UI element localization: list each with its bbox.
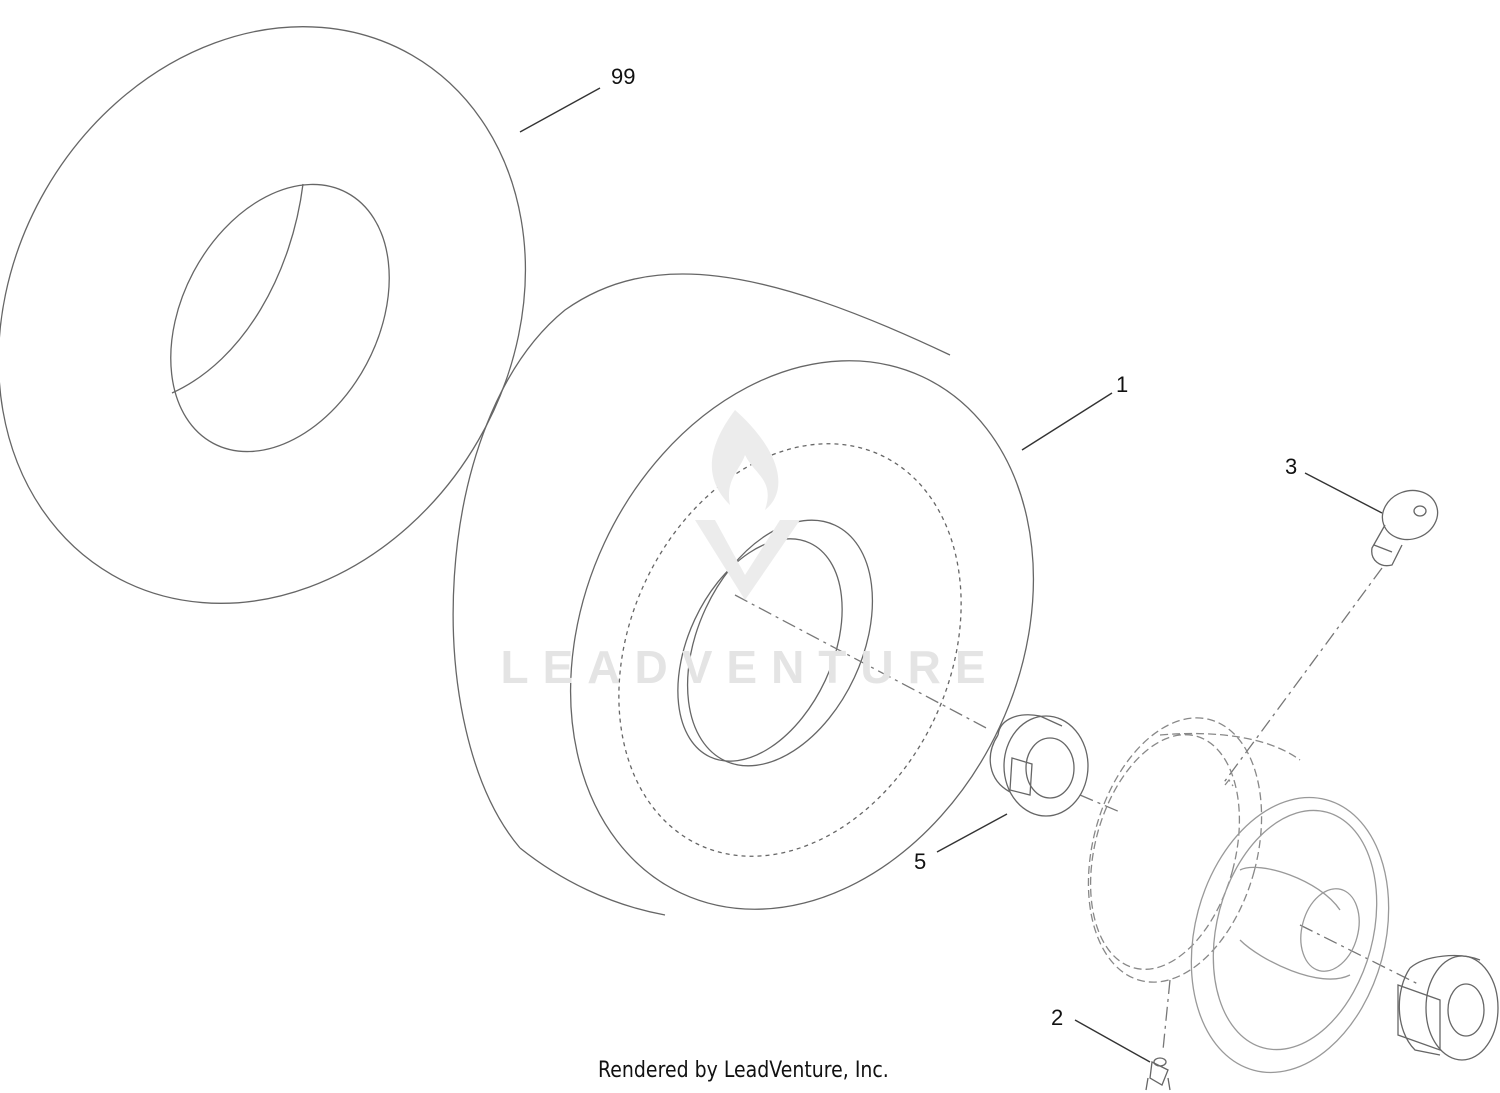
bolt-thread-line [1373, 544, 1393, 553]
hub-part [1087, 717, 1301, 983]
watermark-logo [695, 410, 800, 600]
axis-bolt-to-hub [1221, 567, 1383, 786]
bearing-flat [1397, 984, 1441, 1051]
leader-2 [1074, 1019, 1151, 1063]
axis-hub-to-bearing [1299, 924, 1421, 986]
bearing-face [1425, 955, 1499, 1061]
tube-part [0, 26, 527, 604]
hub-shaft-bottom [1239, 939, 1351, 980]
axis-spacer-to-hub [1079, 794, 1121, 813]
spacer-flange-top [997, 714, 1063, 736]
callout-2: 2 [1051, 1005, 1064, 1030]
bearing-side [1398, 967, 1441, 1056]
grease-fitting-part [1145, 1057, 1171, 1091]
watermark-v-icon [695, 520, 800, 600]
hub-drum-face [1190, 796, 1390, 1074]
tire-bottom-edge [519, 847, 666, 916]
tire-back-edge [452, 273, 951, 849]
wheel-tire-part [452, 273, 1035, 916]
spacer-flat [1009, 757, 1033, 796]
bolt-shank [1371, 524, 1403, 567]
leader-1 [1021, 392, 1113, 451]
axis-hub-to-fitting [1162, 979, 1171, 1051]
hub-shaft-bore [1300, 888, 1360, 972]
bolt-part [1371, 489, 1439, 567]
hub-flange-inner [1089, 734, 1241, 970]
callout-5: 5 [914, 849, 927, 874]
leader-5 [936, 813, 1008, 853]
tube-inner-edge [170, 183, 390, 453]
leader-3 [1304, 472, 1383, 514]
hub-flange-outer [1087, 717, 1263, 983]
axis-lines [734, 567, 1421, 1051]
spacer-bore [1025, 737, 1075, 799]
hub-top-edge [1159, 732, 1301, 761]
hub-bolt-hole [1224, 778, 1234, 787]
spacer-front-face [1003, 715, 1089, 817]
callout-99: 99 [611, 64, 636, 89]
bolt-head-dot [1413, 505, 1427, 517]
rim-hidden-edge [618, 443, 962, 857]
rim-bore-inner [677, 538, 843, 762]
fitting-threads [1145, 1077, 1171, 1091]
footer-credit: Rendered by LeadVenture, Inc. [598, 1058, 889, 1083]
fitting-body [1149, 1061, 1169, 1086]
tube-inner-depth [171, 183, 304, 394]
tire-front-face [569, 360, 1035, 910]
watermark-flame-icon [711, 410, 779, 510]
callout-1: 1 [1116, 372, 1129, 397]
bearing-bore [1447, 983, 1485, 1037]
fitting-tip [1153, 1057, 1167, 1067]
leader-99 [519, 87, 601, 133]
callout-3: 3 [1285, 454, 1298, 479]
axis-wheel-to-spacer [734, 594, 991, 731]
spacer-part [989, 714, 1089, 817]
bearing-part [1397, 954, 1499, 1061]
tube-outer-edge [0, 26, 527, 604]
bolt-head [1381, 489, 1439, 541]
watermark-text: LEADVENTURE [500, 641, 1000, 693]
hub-drum [1190, 796, 1390, 1074]
leader-lines [519, 87, 1383, 1063]
hub-drum-rim [1212, 809, 1378, 1051]
hub-shaft-top [1239, 866, 1341, 911]
spacer-side [989, 734, 1011, 793]
